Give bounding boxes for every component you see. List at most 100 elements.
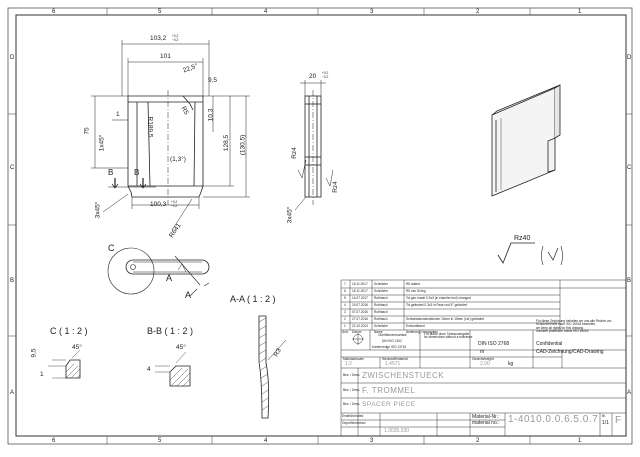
revision-index: F: [615, 415, 622, 426]
zone-col-5-top: 5: [158, 9, 162, 15]
section-marker-a-2: A: [185, 290, 192, 300]
rev-cell: 5: [344, 296, 346, 300]
rz-left: Rz4: [290, 147, 298, 159]
zone-row-c-left: C: [10, 165, 15, 171]
zone-row-b-right: B: [627, 278, 632, 284]
material-header: Werkstoff/material: [382, 357, 408, 361]
name-label-2: Bez. / Desc.: [343, 388, 361, 392]
std-edges: Kanten/edge ISO 13715: [372, 345, 407, 349]
weight-unit: kg: [508, 361, 514, 367]
zone-col-3-top: 3: [370, 9, 374, 15]
detail-c-d1: 1: [40, 371, 44, 378]
tol-class: m: [480, 349, 485, 355]
dim-overall-width-tol-bottom: −0,2: [172, 38, 179, 42]
zone-col-2-bottom: 2: [476, 438, 480, 444]
zone-col-4-top: 4: [264, 9, 268, 15]
rev-name: Rothbach: [374, 310, 388, 314]
front-view: [91, 40, 250, 231]
dim-side-width-tol-top: +0,2: [322, 71, 329, 75]
outer-frame: [7, 7, 633, 445]
scale-value: 1:2: [345, 361, 352, 367]
rev-desc: Entwurfstand: [406, 324, 425, 328]
protection-note: Für diese Zeichnung behalten wir uns all…: [536, 319, 613, 334]
part-name-2: F. TROMMEL: [362, 386, 416, 395]
drawn-label: Erstellt/created: [342, 414, 364, 418]
dim-128-5: 128,5: [223, 134, 231, 152]
tol-norm: DIN ISO 2768: [478, 341, 510, 347]
std-surface-norm: DIN ISO 1302: [382, 339, 402, 343]
zone-col-3-bottom: 3: [370, 438, 374, 444]
rev-date: 22.10.2013: [352, 324, 368, 328]
zone-col-2-top: 2: [476, 9, 480, 15]
section-bb-d4: 4: [147, 366, 151, 373]
scale-header: Maßstab/scale: [343, 357, 364, 361]
part-name-1: ZWISCHENSTUECK: [362, 371, 445, 380]
rev-date: 15.07.2016: [352, 303, 368, 307]
zone-ticks: [8, 8, 632, 444]
rev-cell: 3: [344, 310, 346, 314]
section-aa-title: A-A ( 1 : 2 ): [230, 294, 276, 304]
inner-frame: [15, 14, 627, 437]
sheet-number: 1/1: [602, 420, 609, 426]
rev-date: 16.11.2017: [352, 282, 368, 286]
rev-cell: 1: [344, 324, 346, 328]
isometric-view: [491, 84, 561, 197]
section-aa: [258, 315, 287, 419]
zone-col-1-bottom: 1: [578, 438, 582, 444]
dim-chamfer-left: 1x45°: [98, 134, 106, 152]
top-view: [107, 247, 210, 297]
dim-75: 75: [83, 127, 91, 135]
section-marker-a-1: A: [166, 273, 173, 283]
dim-top-width: 101: [160, 53, 171, 60]
name-label-1: Bez. / Desc.: [343, 373, 361, 377]
zone-row-b-left: B: [10, 278, 15, 284]
dim-1: 1: [116, 111, 120, 118]
rev-cell: 4: [344, 303, 346, 307]
detail-marker-c: C: [108, 243, 115, 253]
rev-cell: 2: [344, 317, 346, 321]
rev-header-name: Name: [374, 330, 383, 334]
rev-desc: R5 neu Schrg: [406, 289, 426, 293]
dim-130-5: (130,5): [239, 134, 247, 156]
section-marker-b-left: B: [108, 168, 114, 177]
material-value: 1.4571: [385, 361, 401, 367]
rev-name: Rothbach: [374, 296, 388, 300]
part-name-3: SPACER PIECE: [362, 401, 416, 408]
rev-name: Rothbach: [374, 303, 388, 307]
detail-c: [48, 349, 81, 379]
dim-side-width: 20: [309, 73, 317, 80]
rev-name: Schnitzler: [374, 289, 388, 293]
dim-9-5: 9,5: [208, 77, 218, 84]
rev-header-date: Datum: [352, 330, 362, 334]
rev-date: 16.11.2017: [352, 289, 368, 293]
section-marker-b-right: B: [134, 168, 140, 177]
zone-col-5-bottom: 5: [158, 438, 162, 444]
section-bb: [155, 351, 191, 387]
name-label-3: Bez. / Desc.: [343, 402, 361, 406]
detail-c-title: C ( 1 : 2 ): [50, 326, 88, 336]
zone-row-c-right: C: [627, 165, 632, 171]
material-no-label: Material-Nr.:: [472, 414, 500, 420]
rev-header-desc: Änderung / description: [406, 330, 438, 334]
dim-chamfer-bottom: 3x45°: [94, 201, 102, 219]
dim-overall-width: 103,2: [150, 35, 167, 42]
material-no-label-en: material no.:: [472, 420, 500, 426]
section-bb-title: B-B ( 1 : 2 ): [147, 326, 194, 336]
zone-row-d-left: D: [10, 55, 15, 61]
title-block-grid: [340, 279, 627, 437]
zone-row-a-right: A: [627, 390, 632, 396]
rev-name: Schnitzler: [374, 324, 388, 328]
zone-row-d-right: D: [627, 55, 632, 61]
section-bb-angle: 45°: [176, 344, 186, 351]
rev-desc: Tol.geändert 0.3x3 in Fase und 5° geände…: [406, 303, 468, 307]
dim-bottom-tol-top: +0,2: [171, 200, 178, 204]
drawing-number: 1-4010.0.0.6.5.0.7: [508, 414, 599, 425]
rev-date: 14.07.2017: [352, 296, 368, 300]
weight-value: 2,00: [480, 361, 490, 367]
surface-rz: Rz40: [514, 235, 531, 242]
rev-desc: R5 added: [406, 282, 420, 286]
dim-side-width-tol-bottom: −0,2: [322, 75, 329, 79]
checked-label: Geprüft/checked: [342, 421, 366, 425]
